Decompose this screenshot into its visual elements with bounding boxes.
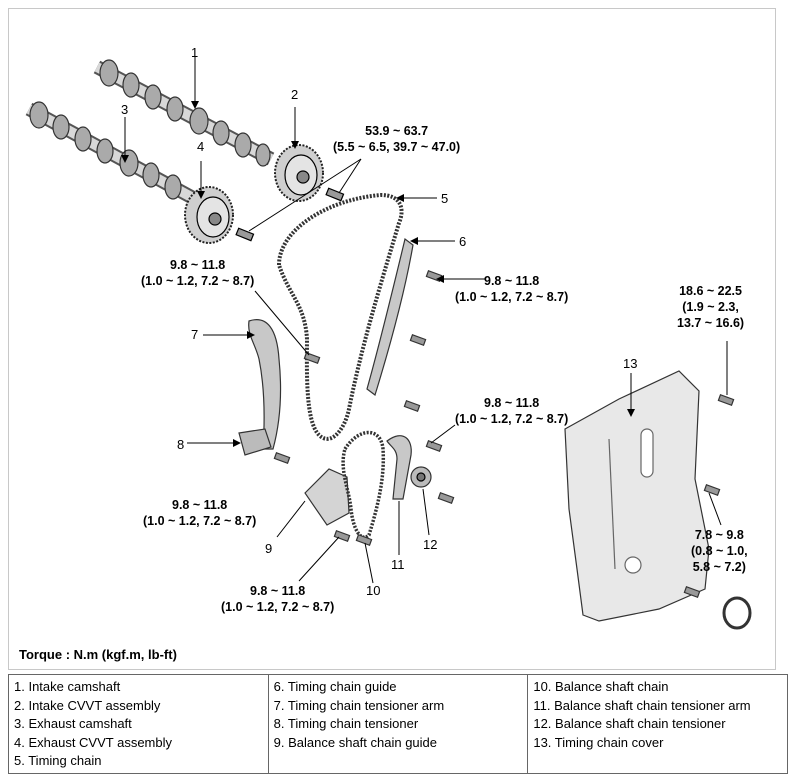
torque-spec-cam-bolts: 53.9 ~ 63.7 (5.5 ~ 6.5, 39.7 ~ 47.0) (333, 123, 460, 155)
callout-12: 12 (423, 537, 438, 552)
callout-8: 8 (177, 437, 185, 452)
torque-line: (1.0 ~ 1.2, 7.2 ~ 8.7) (455, 290, 569, 304)
legend-column-1: 1. Intake camshaft 2. Intake CVVT assemb… (9, 675, 269, 773)
torque-spec-cover-bolts: 7.8 ~ 9.8 (0.8 ~ 1.0, 5.8 ~ 7.2) (691, 527, 748, 575)
torque-line: 9.8 ~ 11.8 (170, 258, 226, 272)
torque-line: 9.8 ~ 11.8 (250, 584, 306, 598)
torque-line: (5.5 ~ 6.5, 39.7 ~ 47.0) (333, 140, 461, 154)
legend-item: 6. Timing chain guide (273, 679, 397, 694)
legend-item: 3. Exhaust camshaft (14, 716, 132, 732)
cam-bolts (235, 187, 345, 242)
torque-spec-balance-guide-bolts: 9.8 ~ 11.8 (1.0 ~ 1.2, 7.2 ~ 8.7) (221, 583, 334, 615)
callout-1: 1 (191, 45, 199, 60)
legend-column-2: 6. Timing chain guide 7. Timing chain te… (269, 675, 529, 773)
balance-shaft-chain-guide (304, 468, 350, 526)
torque-line: 18.6 ~ 22.5 (679, 284, 742, 298)
timing-chain-tensioner-arm (248, 319, 282, 450)
legend-item: 8. Timing chain tensioner (273, 716, 419, 732)
torque-line: 9.8 ~ 11.8 (172, 498, 228, 512)
callout-7: 7 (191, 327, 199, 342)
callout-6: 6 (459, 234, 467, 249)
balance-shaft-chain (341, 430, 386, 539)
legend-column-3: 10. Balance shaft chain 11. Balance shaf… (528, 675, 787, 773)
balance-shaft-chain-tensioner-arm (386, 435, 412, 500)
callout-4: 4 (197, 139, 205, 154)
legend-item: 7. Timing chain tensioner arm (273, 697, 445, 713)
callout-9: 9 (265, 541, 273, 556)
callout-13: 13 (623, 356, 638, 371)
torque-spec-cover-top-bolt: 18.6 ~ 22.5 (1.9 ~ 2.3, 13.7 ~ 16.6) (677, 283, 744, 331)
callout-11: 11 (391, 557, 405, 572)
legend-item: 2. Intake CVVT assembly (14, 697, 161, 713)
torque-line: (1.0 ~ 1.2, 7.2 ~ 8.7) (141, 274, 255, 288)
intake-cvvt-assembly (274, 144, 324, 202)
front-oil-seal (722, 596, 752, 630)
diagram-drawing (25, 57, 752, 630)
torque-line: 9.8 ~ 11.8 (484, 274, 540, 288)
legend-item: 9. Balance shaft chain guide (273, 734, 438, 750)
torque-line: (1.0 ~ 1.2, 7.2 ~ 8.7) (221, 600, 335, 614)
exhaust-camshaft (25, 101, 199, 206)
torque-spec-balance-tensioner-bolts: 9.8 ~ 11.8 (1.0 ~ 1.2, 7.2 ~ 8.7) (455, 395, 568, 427)
torque-spec-guide-bolts: 9.8 ~ 11.8 (1.0 ~ 1.2, 7.2 ~ 8.7) (455, 273, 568, 305)
torque-line: (0.8 ~ 1.0, (691, 544, 748, 558)
timing-chain (276, 192, 404, 441)
callout-2: 2 (291, 87, 299, 102)
legend-item: 12. Balance shaft chain tensioner (533, 716, 726, 732)
exhaust-cvvt-assembly (184, 186, 234, 244)
callout-10: 10 (366, 583, 381, 598)
cover-details (608, 428, 654, 574)
legend-item: 10. Balance shaft chain (533, 679, 669, 694)
torque-spec-tensioner-bolts: 9.8 ~ 11.8 (1.0 ~ 1.2, 7.2 ~ 8.7) (143, 497, 256, 529)
torque-line: (1.0 ~ 1.2, 7.2 ~ 8.7) (143, 514, 257, 528)
torque-line: 7.8 ~ 9.8 (694, 528, 744, 542)
timing-chain-tensioner (238, 428, 272, 456)
torque-spec-arm-bolt: 9.8 ~ 11.8 (1.0 ~ 1.2, 7.2 ~ 8.7) (141, 257, 254, 289)
leader-lines (124, 57, 728, 584)
legend-item: 1. Intake camshaft (14, 679, 121, 694)
parts-legend-table: 1. Intake camshaft 2. Intake CVVT assemb… (8, 674, 788, 774)
callout-5: 5 (441, 191, 449, 206)
callout-3: 3 (121, 102, 129, 117)
torque-line: 13.7 ~ 16.6) (677, 316, 745, 330)
torque-line: 9.8 ~ 11.8 (484, 396, 540, 410)
intake-camshaft (93, 59, 275, 167)
legend-item: 5. Timing chain (14, 753, 102, 769)
torque-line: (1.9 ~ 2.3, (682, 300, 739, 314)
torque-line: 5.8 ~ 7.2) (692, 560, 746, 574)
exploded-diagram: 1 2 3 4 5 6 7 8 9 10 11 12 13 53.9 ~ 63.… (8, 8, 776, 670)
legend-item: 13. Timing chain cover (533, 734, 664, 750)
legend-item: 11. Balance shaft chain tensioner arm (533, 697, 751, 713)
leader-arrowheads (121, 101, 635, 447)
fastener-bolts (273, 270, 735, 598)
torque-units-note: Torque : N.m (kgf.m, lb-ft) (19, 647, 177, 662)
balance-shaft-chain-tensioner (410, 466, 432, 488)
legend-item: 4. Exhaust CVVT assembly (14, 734, 172, 750)
torque-line: (1.0 ~ 1.2, 7.2 ~ 8.7) (455, 412, 569, 426)
timing-chain-cover (564, 370, 710, 622)
torque-line: 53.9 ~ 63.7 (365, 124, 429, 138)
timing-chain-guide (366, 237, 414, 396)
